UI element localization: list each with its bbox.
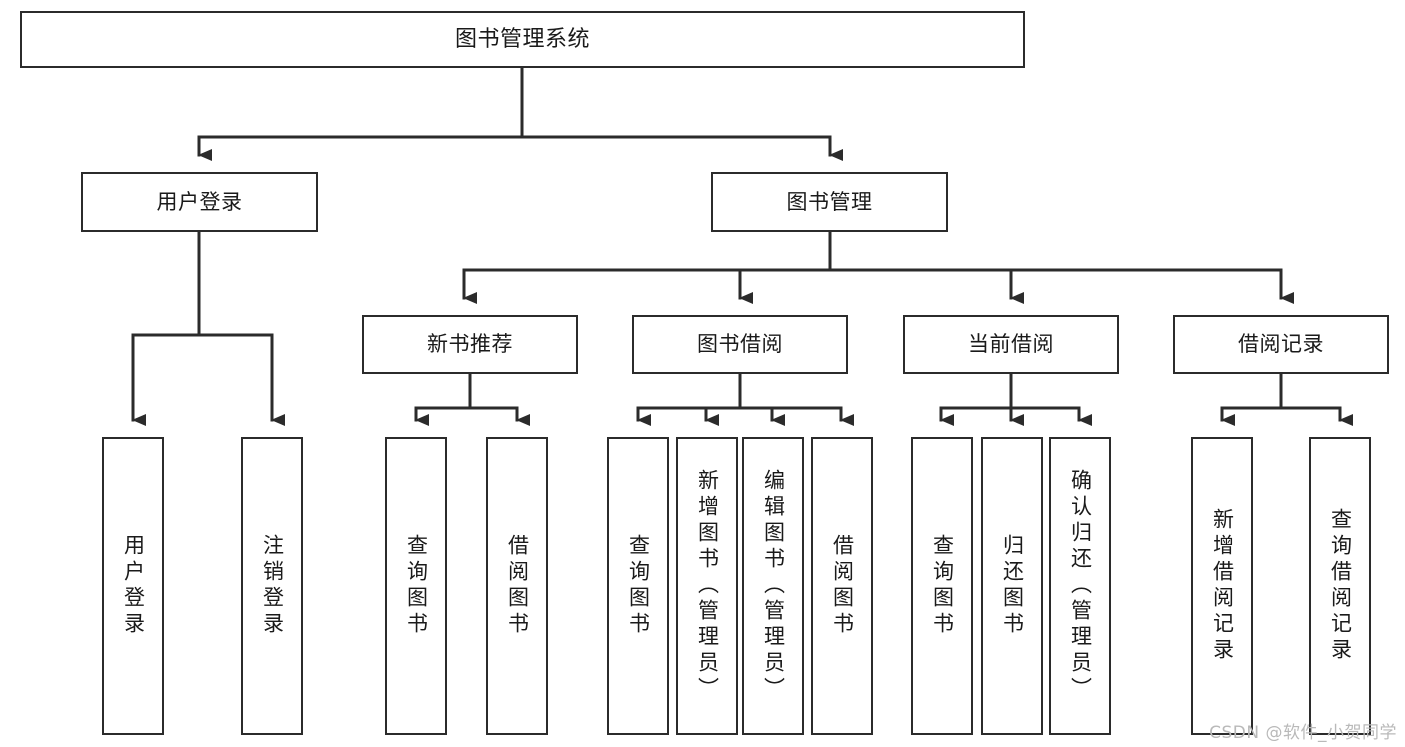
node-label: 图书管理	[786, 189, 873, 214]
node-label: 归还图书	[1000, 534, 1025, 638]
node-leaf-borrow-book[interactable]: 借阅图书	[811, 437, 873, 735]
node-user-login[interactable]: 用户登录	[81, 172, 318, 232]
watermark-text: CSDN @软件_小贺同学	[1209, 723, 1397, 743]
node-label: 借阅记录	[1238, 332, 1324, 357]
node-label: 注销登录	[260, 534, 285, 638]
node-label: 新增借阅记录	[1210, 508, 1235, 664]
node-label: 用户登录	[156, 189, 243, 214]
node-label: 当前借阅	[968, 332, 1054, 357]
node-root-book-management-system[interactable]: 图书管理系统	[20, 11, 1025, 68]
node-label: 图书管理系统	[454, 26, 590, 52]
node-leaf-user-logout[interactable]: 注销登录	[241, 437, 303, 735]
node-book-management[interactable]: 图书管理	[711, 172, 948, 232]
node-label: 用户登录	[121, 534, 146, 638]
node-leaf-query-book-recommend[interactable]: 查询图书	[385, 437, 447, 735]
node-label: 借阅图书	[830, 534, 855, 638]
node-label: 查询图书	[404, 534, 429, 638]
node-leaf-user-login[interactable]: 用户登录	[102, 437, 164, 735]
node-leaf-edit-book-admin[interactable]: 编辑图书（管理员）	[742, 437, 804, 735]
node-label: 查询图书	[626, 534, 651, 638]
node-borrow-record[interactable]: 借阅记录	[1173, 315, 1389, 374]
node-label: 新增图书（管理员）	[695, 469, 720, 703]
node-label: 图书借阅	[697, 332, 783, 357]
node-label: 查询借阅记录	[1328, 508, 1353, 664]
node-label: 借阅图书	[505, 534, 530, 638]
node-new-book-recommend[interactable]: 新书推荐	[362, 315, 578, 374]
node-leaf-borrow-book-recommend[interactable]: 借阅图书	[486, 437, 548, 735]
node-book-borrow[interactable]: 图书借阅	[632, 315, 848, 374]
node-leaf-return-book[interactable]: 归还图书	[981, 437, 1043, 735]
node-label: 新书推荐	[427, 332, 513, 357]
node-label: 确认归还（管理员）	[1068, 469, 1093, 703]
node-leaf-add-book-admin[interactable]: 新增图书（管理员）	[676, 437, 738, 735]
node-leaf-query-borrow-record[interactable]: 查询借阅记录	[1309, 437, 1371, 735]
node-leaf-query-book-current[interactable]: 查询图书	[911, 437, 973, 735]
node-leaf-add-borrow-record[interactable]: 新增借阅记录	[1191, 437, 1253, 735]
node-current-borrow[interactable]: 当前借阅	[903, 315, 1119, 374]
node-leaf-confirm-return-admin[interactable]: 确认归还（管理员）	[1049, 437, 1111, 735]
node-leaf-query-book-borrow[interactable]: 查询图书	[607, 437, 669, 735]
node-label: 查询图书	[930, 534, 955, 638]
node-label: 编辑图书（管理员）	[761, 469, 786, 703]
